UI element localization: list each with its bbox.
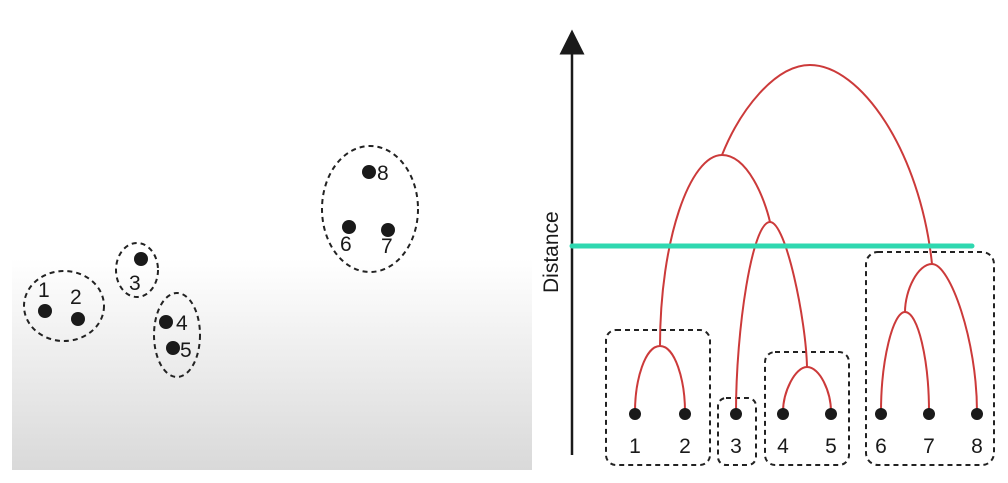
scatter-label-5: 5: [180, 339, 192, 362]
leaf-point-3: [730, 408, 742, 420]
scatter-point-7: [381, 223, 395, 237]
branch-merge-4-5: [782, 365, 832, 413]
branch-merge-3-45: [735, 220, 808, 413]
distance-axis-label: Distance: [540, 211, 563, 293]
leaf-label-4: 4: [777, 435, 789, 458]
cluster-ellipse-3: [115, 242, 159, 298]
scatter-label-4: 4: [176, 312, 188, 335]
leaf-point-8: [971, 408, 983, 420]
scatter-point-5: [166, 341, 180, 355]
branch-merge-12-345: [659, 153, 771, 347]
dendrogram-cluster-box-1-2: [605, 329, 711, 466]
leaf-point-5: [825, 408, 837, 420]
cluster-ellipse-6-7-8: [321, 145, 419, 273]
branch-merge-1-2: [634, 344, 686, 413]
scatter-point-3: [134, 252, 148, 266]
leaf-point-1: [629, 408, 641, 420]
branch-merge-root: [721, 63, 933, 265]
scatter-point-1: [38, 304, 52, 318]
scatter-background: [12, 0, 532, 470]
scatter-label-8: 8: [377, 162, 389, 185]
scatter-label-2: 2: [70, 286, 82, 309]
scatter-label-3: 3: [129, 272, 141, 295]
cluster-ellipse-4-5: [153, 292, 201, 378]
leaf-point-4: [777, 408, 789, 420]
leaf-label-6: 6: [875, 435, 887, 458]
scatter-point-8: [362, 165, 376, 179]
leaf-label-8: 8: [971, 435, 983, 458]
scatter-point-4: [159, 315, 173, 329]
scatter-point-6: [342, 220, 356, 234]
scatter-label-7: 7: [381, 235, 393, 258]
scatter-label-1: 1: [38, 279, 50, 302]
leaf-point-6: [875, 408, 887, 420]
cluster-ellipse-1-2: [23, 270, 105, 342]
leaf-label-2: 2: [679, 435, 691, 458]
leaf-point-2: [679, 408, 691, 420]
branch-merge-6-7: [880, 310, 930, 413]
leaf-label-3: 3: [730, 435, 742, 458]
scatter-label-6: 6: [340, 233, 352, 256]
dendrogram-panel: Distance 1 2 3 4 5 6: [540, 29, 995, 466]
leaf-point-7: [923, 408, 935, 420]
scatter-point-2: [71, 312, 85, 326]
dendrogram-cluster-box-6-7-8: [865, 251, 995, 466]
leaf-label-5: 5: [825, 435, 837, 458]
leaf-label-1: 1: [629, 435, 641, 458]
leaf-label-7: 7: [923, 435, 935, 458]
branch-merge-67-8: [904, 262, 978, 413]
scatter-panel: 1 2 3 4 5 6 7 8: [12, 0, 532, 470]
